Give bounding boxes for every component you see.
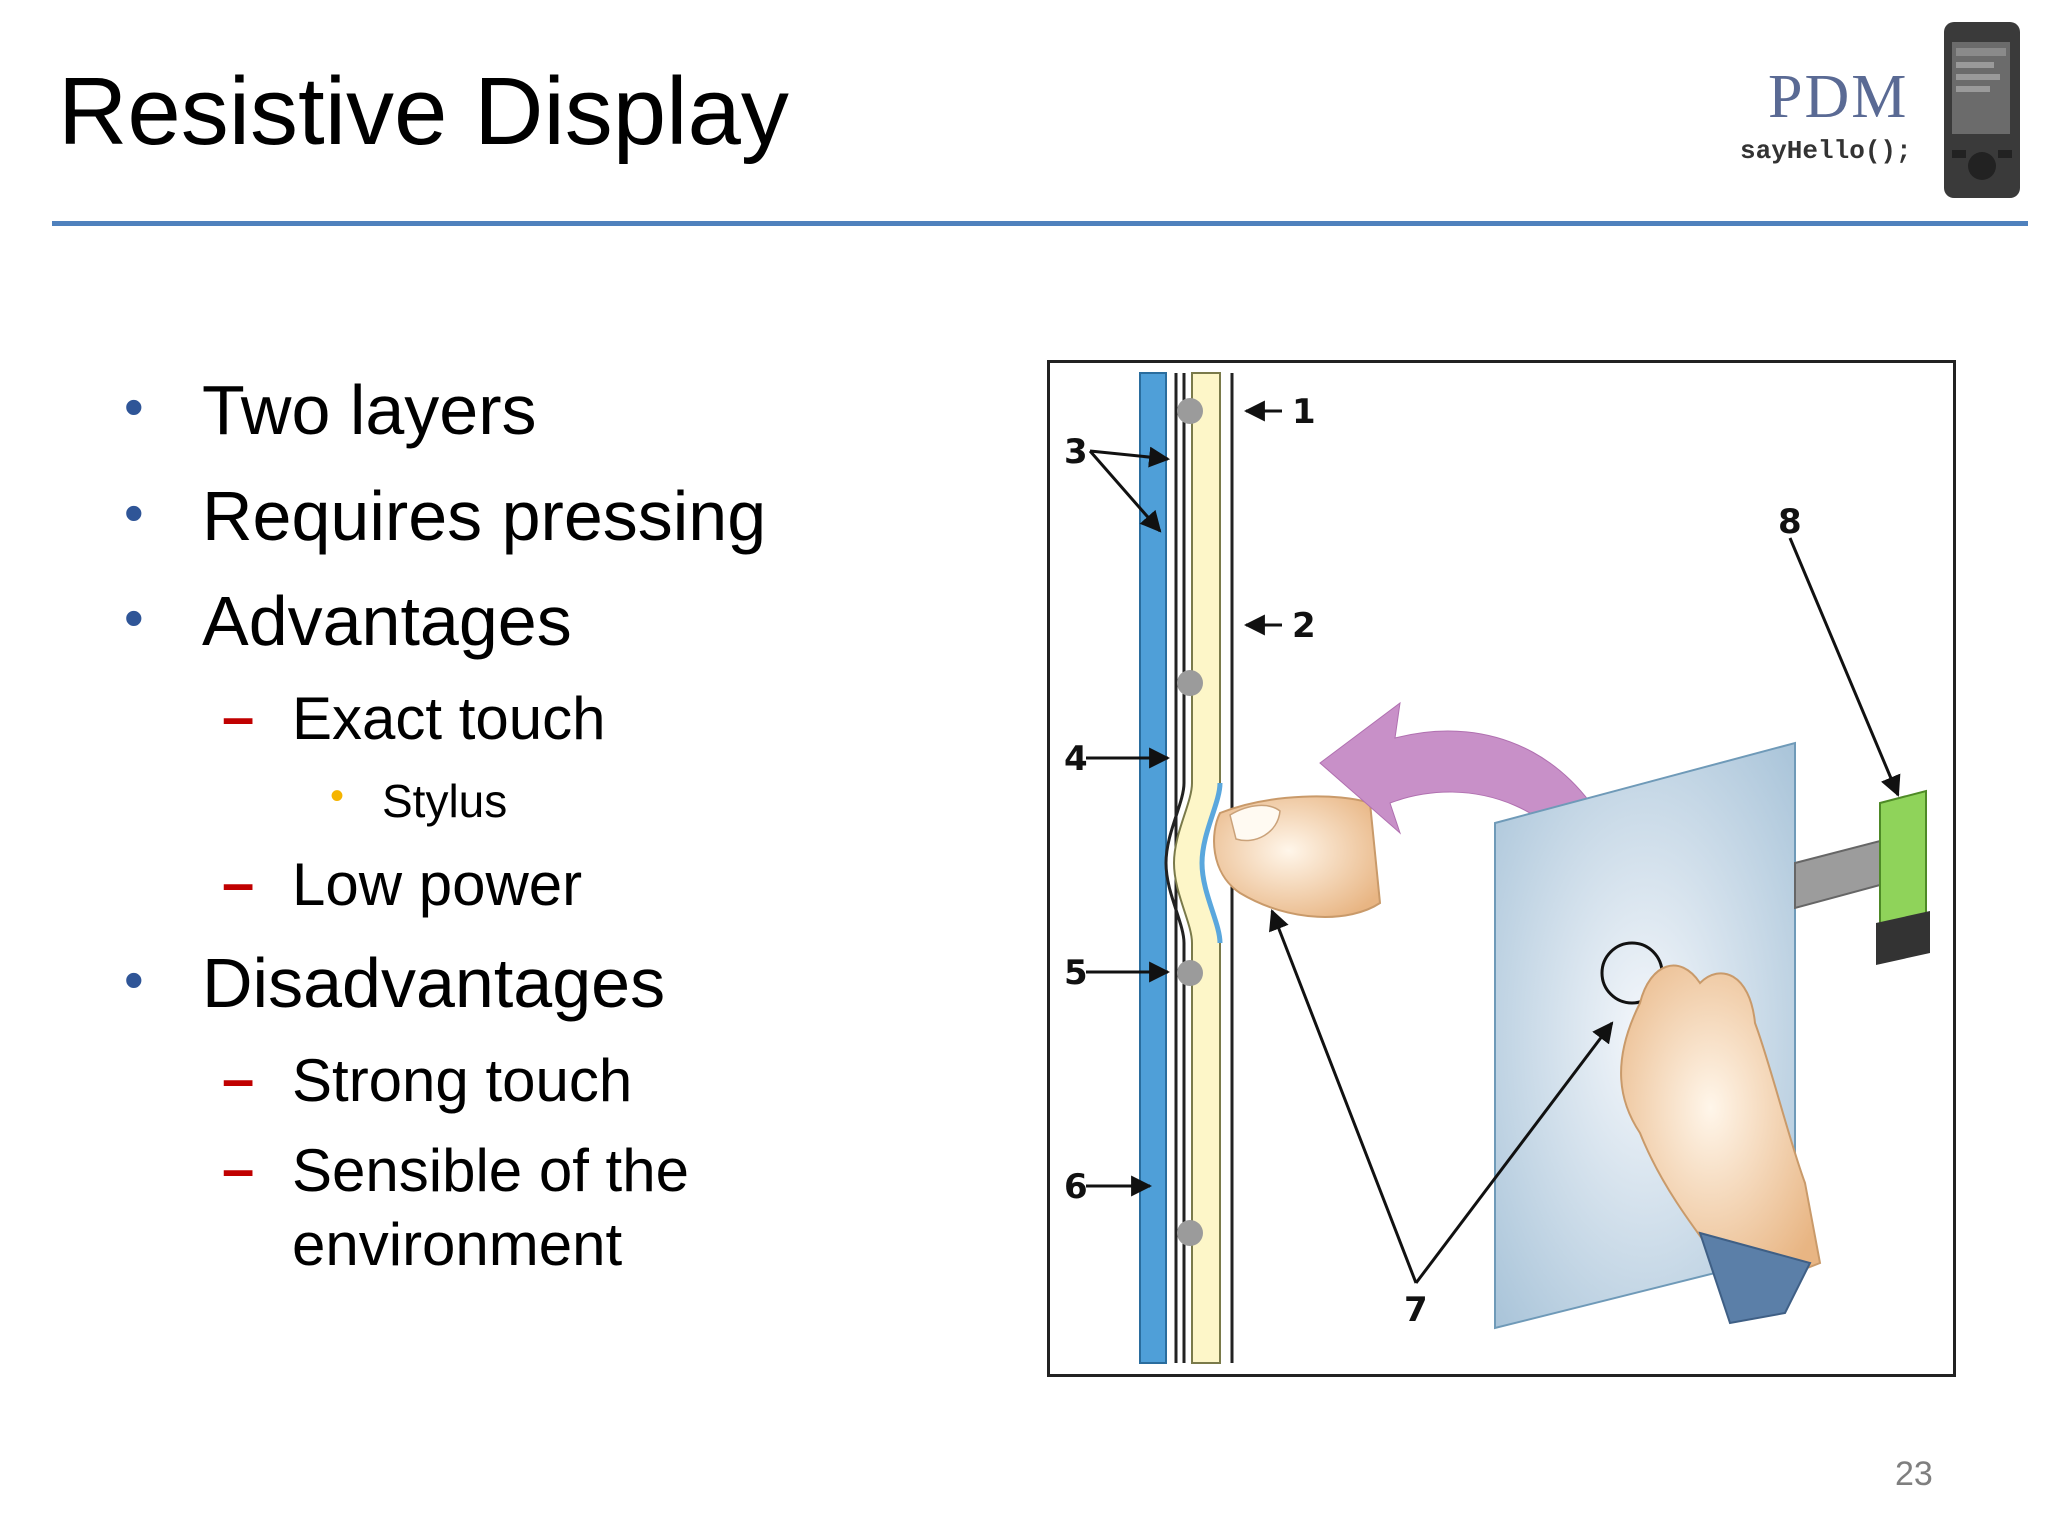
bullet-item: Low power: [292, 851, 583, 918]
diagram-label: 8: [1778, 502, 1802, 542]
diagram-label: 7: [1404, 1290, 1428, 1330]
bullet-marker: –: [222, 685, 255, 750]
bullet-marker: •: [124, 375, 144, 438]
pdm-logo: PDM sayHello();: [1730, 20, 2030, 200]
bullet-marker: –: [222, 851, 255, 916]
logo-title: PDM: [1768, 63, 1909, 131]
logo-subtitle: sayHello();: [1740, 136, 1912, 166]
bullet-item: Disadvantages: [202, 944, 666, 1022]
diagram-label: 3: [1064, 432, 1088, 472]
diagram-label: 1: [1292, 392, 1316, 432]
bullet-item: Sensible of the: [292, 1137, 689, 1204]
slide-title: Resistive Display: [58, 58, 789, 165]
diagram-illustration: 1 2 3 4 5 6 7 8: [1064, 372, 1930, 1364]
title-underline: [52, 221, 2028, 226]
bullet-item-continuation: environment: [292, 1211, 623, 1278]
bullet-item: Advantages: [202, 582, 572, 660]
diagram-label: 4: [1064, 739, 1088, 779]
bullet-item: Requires pressing: [202, 477, 767, 555]
diagram-label: 6: [1064, 1167, 1088, 1207]
diagram-label: 5: [1064, 953, 1088, 993]
bullet-item: Strong touch: [292, 1047, 633, 1114]
page-number: 23: [1895, 1455, 1933, 1493]
bullet-item: Stylus: [382, 775, 508, 827]
bullet-marker: •: [124, 948, 144, 1011]
phone-icon: [1944, 22, 2020, 198]
bullet-item: Two layers: [202, 371, 537, 449]
bullet-marker: •: [330, 774, 345, 818]
bullet-marker: •: [124, 586, 144, 649]
diagram-label: 2: [1292, 606, 1316, 646]
bullet-item: Exact touch: [292, 685, 606, 752]
resistive-display-diagram: 1 2 3 4 5 6 7 8: [1047, 360, 1956, 1377]
bullet-marker: –: [222, 1047, 255, 1112]
bullet-marker: –: [222, 1137, 255, 1202]
bullet-marker: •: [124, 481, 144, 544]
